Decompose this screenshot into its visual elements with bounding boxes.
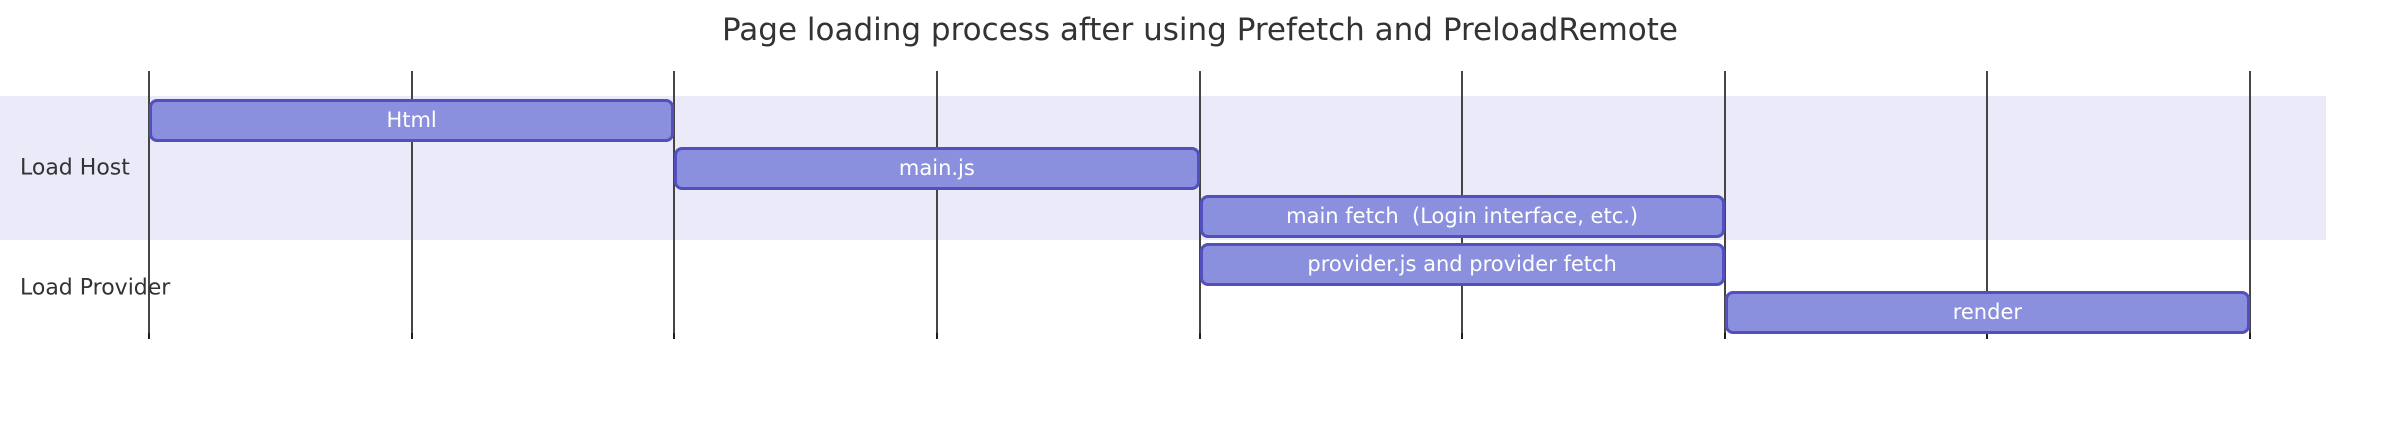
task-label: main fetch (Login interface, etc.): [1286, 204, 1639, 228]
task-bar: main fetch (Login interface, etc.): [1199, 195, 1725, 238]
task-bar: provider.js and provider fetch: [1199, 243, 1725, 286]
task-bar: main.js: [674, 147, 1200, 190]
section-label: Load Host: [20, 155, 130, 181]
task-label: main.js: [898, 156, 975, 180]
task-label: render: [1952, 300, 2023, 324]
gridline: [935, 71, 938, 339]
gridline: [673, 71, 676, 339]
gridline: [410, 71, 413, 339]
task-bar: Html: [149, 99, 675, 142]
section-label: Load Provider: [20, 275, 171, 301]
gridline: [1723, 71, 1726, 339]
gridline: [1986, 71, 1989, 339]
gridline: [148, 71, 150, 339]
gridline: [2249, 71, 2251, 339]
task-label: Html: [386, 108, 437, 132]
task-bar: render: [1724, 291, 2250, 334]
task-label: provider.js and provider fetch: [1307, 252, 1617, 276]
chart-title: Page loading process after using Prefetc…: [721, 12, 1678, 48]
